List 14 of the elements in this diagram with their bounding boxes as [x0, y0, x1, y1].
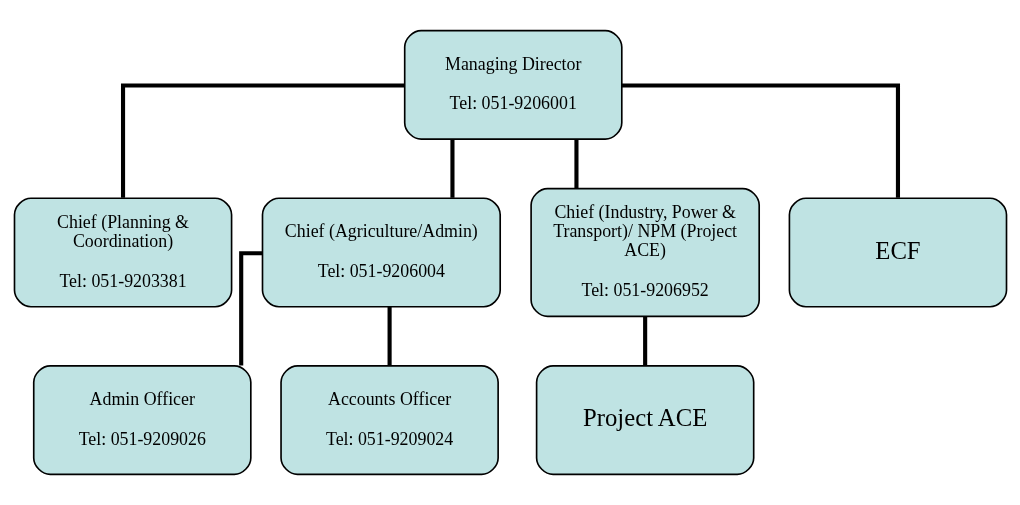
- connector: [573, 139, 578, 189]
- node-box: Chief (Agriculture/Admin) Tel: 051-9206004: [261, 197, 501, 308]
- node-box: Managing Director Tel: 051-9206001: [403, 29, 623, 140]
- connector: [449, 139, 454, 198]
- node-box: Chief (Planning & Coordination) Tel: 051-9203381: [13, 197, 232, 308]
- connector: [621, 83, 900, 198]
- connector: [387, 306, 392, 366]
- connector: [120, 83, 405, 198]
- node-box: ECF: [788, 197, 1007, 308]
- node-box: Admin Officer Tel: 051-9209026: [32, 365, 252, 476]
- connector: [642, 316, 647, 366]
- node-box: Chief (Industry, Power & Transport)/ NPM (Project ACE) Tel: 051-9206952: [529, 187, 760, 318]
- node-box: Project ACE: [535, 365, 754, 476]
- node-box: Accounts Officer Tel: 051-9209024: [279, 365, 499, 476]
